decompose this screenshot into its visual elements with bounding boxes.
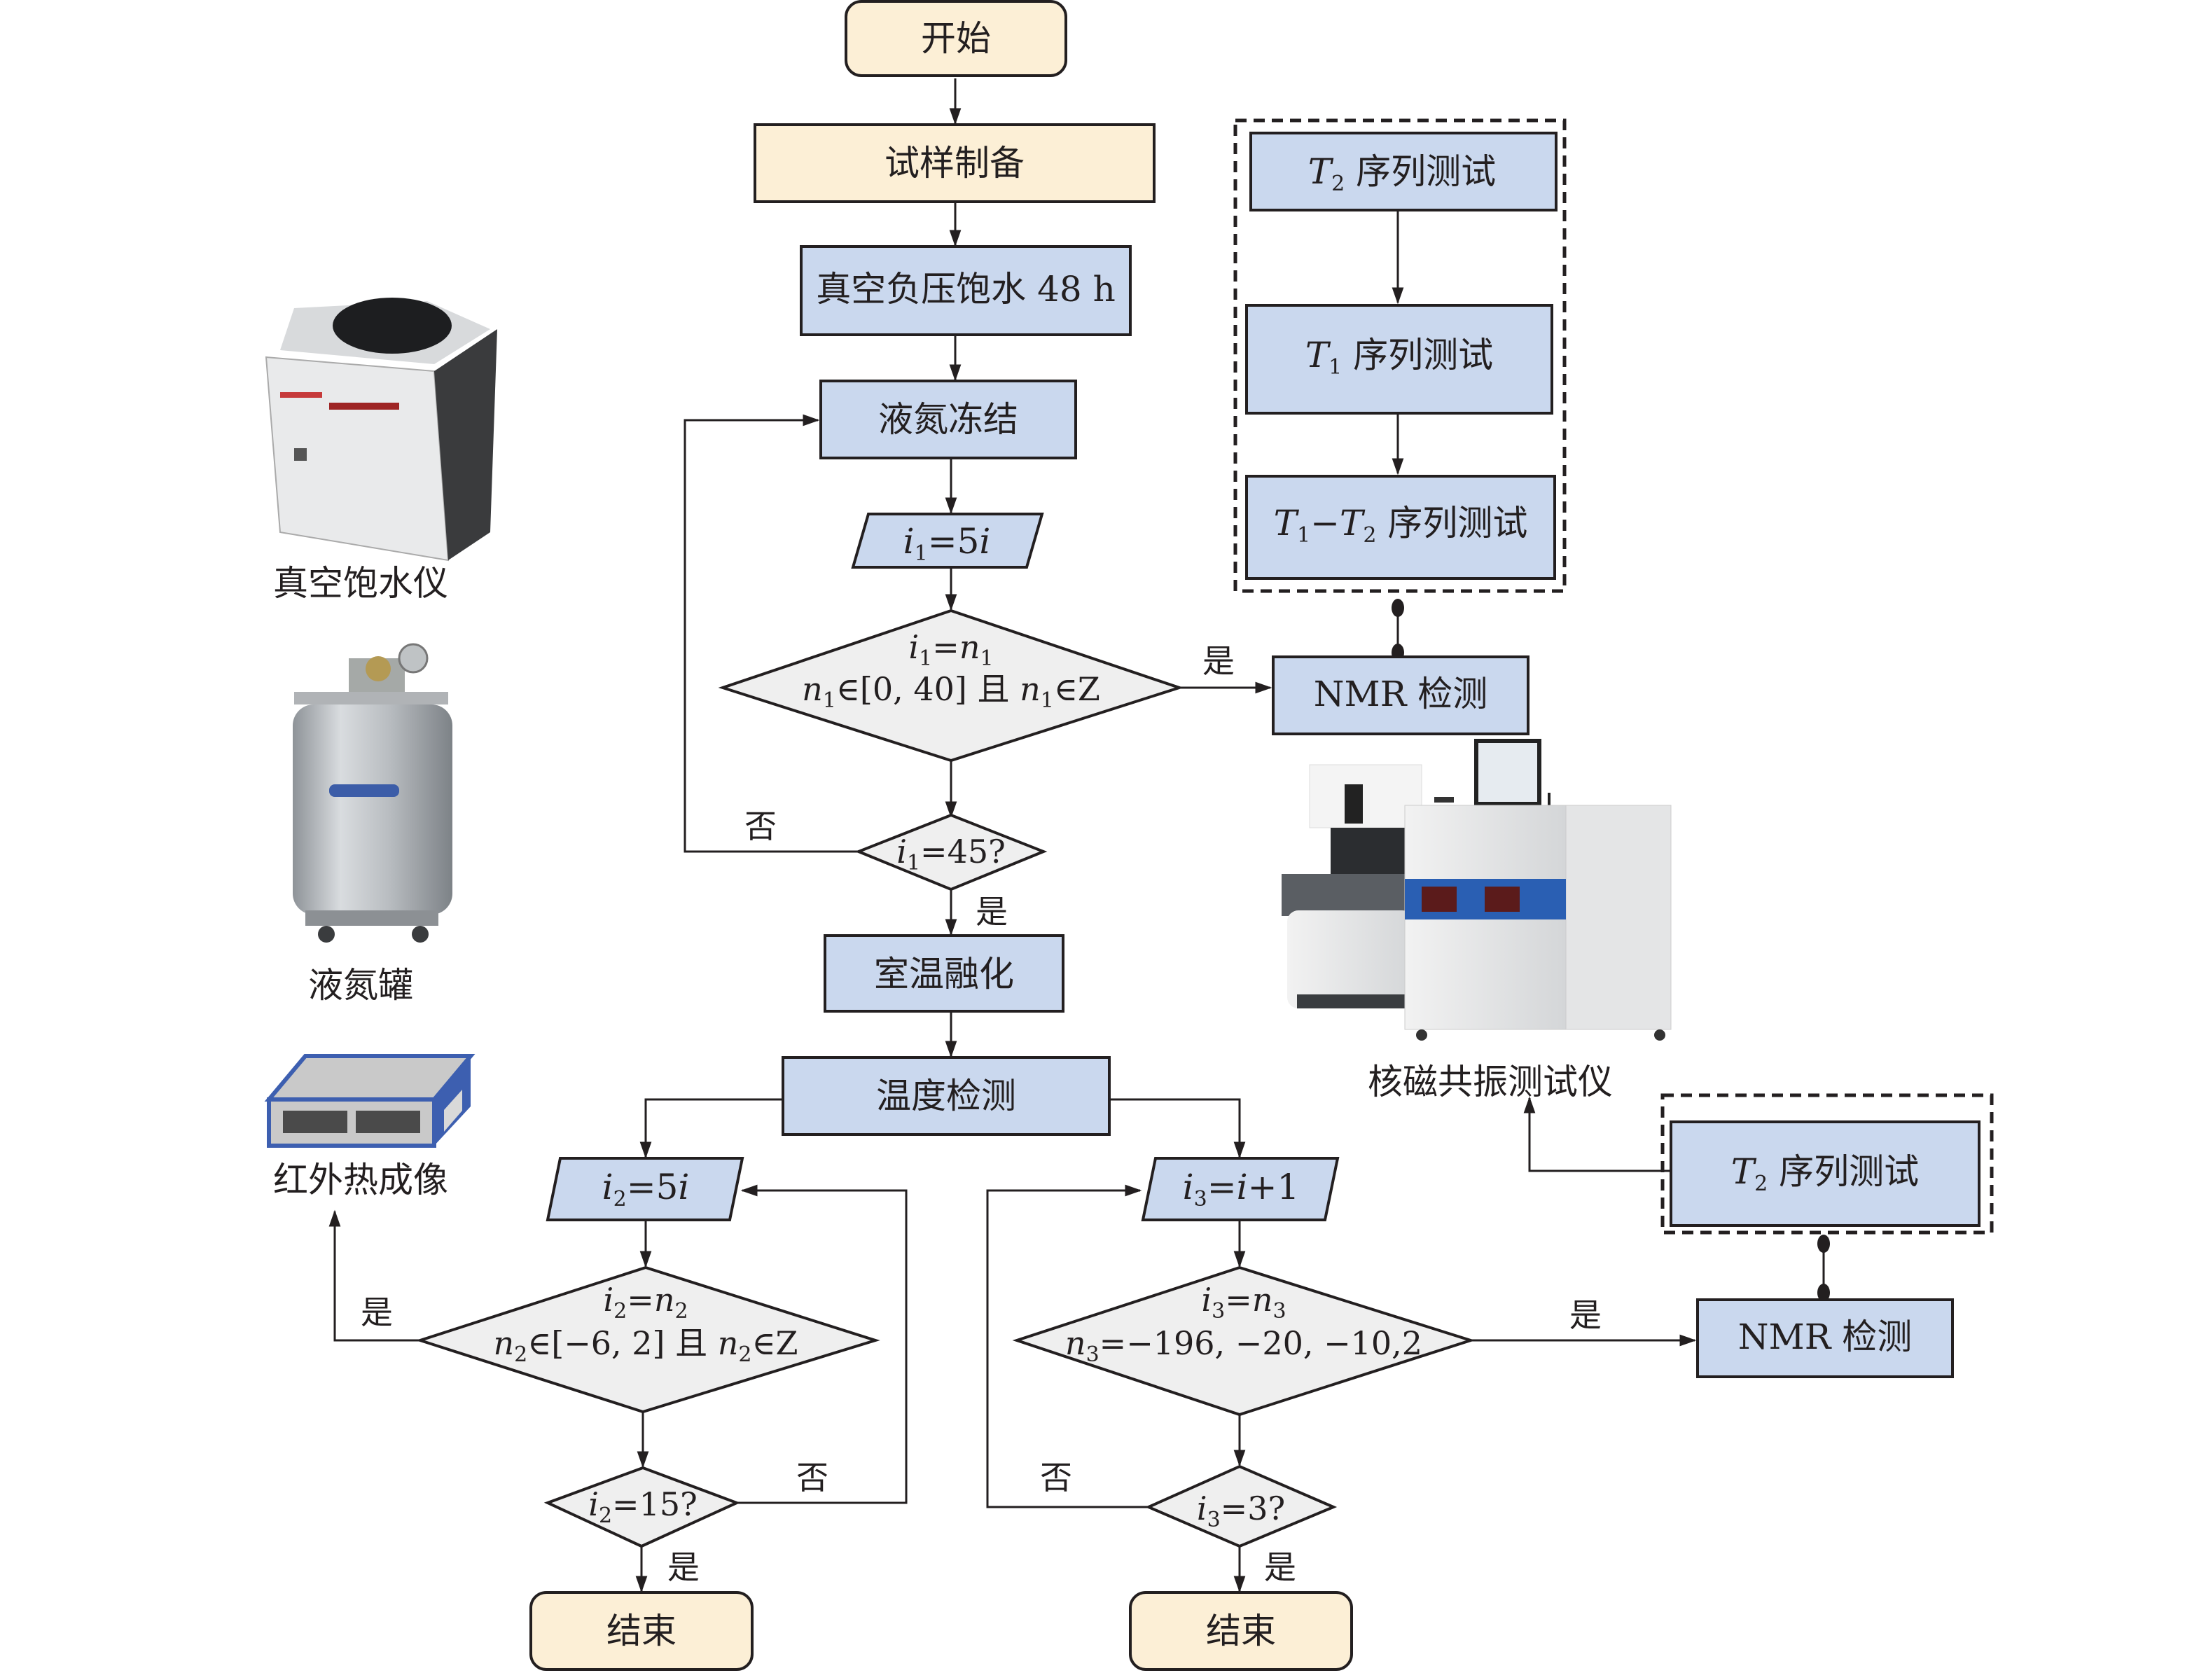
io-i1-node[interactable]: i1=5i [851,513,1044,569]
arrow-t2-bottom-to-nmr-instrument [1523,1096,1670,1172]
decision-i1-45[interactable]: i1=45? [854,813,1048,891]
sequence-group-bottom [1660,1093,1994,1235]
ir-imager-image [264,1054,476,1148]
decision-i2-15[interactable]: i2=15? [543,1466,741,1548]
decision-i3-line1: i3=n3 [1201,1281,1286,1324]
nmr-detect-bottom[interactable]: NMR 检测 [1696,1298,1954,1378]
sequence-group-top [1233,118,1567,593]
end-left-label: 结束 [606,1611,677,1651]
nmr-instrument-caption: 核磁共振测试仪 [1368,1062,1613,1102]
end-right-label: 结束 [1206,1611,1276,1651]
yes-label-decision-i1-45: 是 [976,893,1008,931]
ln2-tank-image [293,643,452,943]
sample-prep-label: 试样制备 [885,143,1025,183]
link-dot [1392,599,1404,617]
connectors [328,78,1825,1593]
nmr-detect-top[interactable]: NMR 检测 [1272,655,1529,735]
no-label-decision-i2-15: 否 [796,1459,828,1497]
decision-i1-line2: n1∈[0, 40] 且 n1∈Z [802,670,1100,713]
io-i3-node[interactable]: i3=i+1 [1141,1157,1340,1221]
decision-i3-line2: n3=−196, −20, −10,2 [1065,1324,1422,1367]
arrow-temp-to-i2 [639,1098,783,1159]
nmr-bottom-label: NMR 检测 [1738,1317,1913,1357]
ln2-freeze-label: 液氮冻结 [878,399,1018,440]
thaw-node[interactable]: 室温融化 [824,934,1064,1013]
sample-prep-node[interactable]: 试样制备 [754,123,1156,203]
end-terminal-right[interactable]: 结束 [1129,1591,1353,1671]
sequence-t2-bottom[interactable]: T2 序列测试 [1670,1120,1980,1227]
yes-label-decision-i3-3: 是 [1264,1548,1296,1586]
yes-label-decision-i2-15: 是 [667,1548,700,1586]
no-label-decision-i3-3: 否 [1040,1459,1072,1497]
ir-imager-caption: 红外热成像 [273,1160,448,1200]
end-terminal-left[interactable]: 结束 [529,1591,754,1671]
arrow-i3-3-no-loop [986,1184,1149,1508]
ln2-freeze-node[interactable]: 液氮冻结 [819,380,1077,459]
decision-i3-3-text: i3=3? [1197,1490,1285,1532]
vacuum-saturator-caption: 真空饱水仪 [273,563,448,604]
decision-i2-15-text: i2=15? [588,1485,698,1528]
sequence-t1[interactable]: T1 序列测试 [1245,304,1553,415]
link-dot [1817,1284,1830,1302]
start-terminal[interactable]: 开始 [845,0,1067,77]
decision-i2-line2: n2∈[−6, 2] 且 n2∈Z [494,1324,798,1367]
io-i2-node[interactable]: i2=5i [546,1157,744,1221]
io-i1-text: i1=5i [903,521,991,566]
yes-label-decision3: 是 [1569,1296,1602,1334]
sequence-t1-label: T1 序列测试 [1305,335,1493,380]
sequence-t1-t2-label: T1−T2 序列测试 [1274,503,1528,548]
no-label-decision-i1-45: 否 [744,807,777,845]
start-label: 开始 [921,18,991,59]
sequence-t2-bottom-label: T2 序列测试 [1731,1151,1919,1196]
temp-detect-label: 温度检测 [876,1076,1016,1116]
link-dot [1817,1235,1830,1253]
nmr-instrument-image [1282,739,1672,1041]
arrow-no-loop-back-freeze [684,414,859,853]
io-i2-text: i2=5i [602,1167,690,1212]
decision-i1-line1: i1=n1 [908,628,993,671]
decision-i1-range[interactable]: i1=n1 n1∈[0, 40] 且 n1∈Z [718,609,1184,763]
decision-i3-values[interactable]: i3=n3 n3=−196, −20, −10,2 [1012,1265,1476,1417]
temp-detect-node[interactable]: 温度检测 [782,1056,1111,1136]
io-i3-text: i3=i+1 [1183,1167,1300,1212]
decision-i1-45-text: i1=45? [896,833,1006,875]
sequence-t2-label: T2 序列测试 [1308,151,1496,196]
decision-i3-3[interactable]: i3=3? [1145,1464,1338,1548]
yes-label-decision2: 是 [361,1293,393,1331]
arrow-temp-to-i3 [1109,1098,1246,1159]
vacuum-saturation-label: 真空负压饱水 48 h [816,269,1116,310]
sequence-t2-top[interactable]: T2 序列测试 [1249,132,1558,211]
vacuum-saturator-image [265,298,497,562]
decision-i2-range[interactable]: i2=n2 n2∈[−6, 2] 且 n2∈Z [415,1265,880,1414]
vacuum-saturation-node[interactable]: 真空负压饱水 48 h [800,245,1132,336]
yes-label-decision1: 是 [1202,642,1235,680]
ln2-tank-caption: 液氮罐 [308,965,413,1006]
decision-i2-line1: i2=n2 [603,1281,688,1324]
sequence-t1-t2[interactable]: T1−T2 序列测试 [1245,475,1556,580]
nmr-top-label: NMR 检测 [1314,674,1488,714]
thaw-label: 室温融化 [874,954,1014,994]
arrow-i2-15-no-loop [730,1184,908,1504]
arrow-decision2-yes-to-ir [328,1209,420,1342]
